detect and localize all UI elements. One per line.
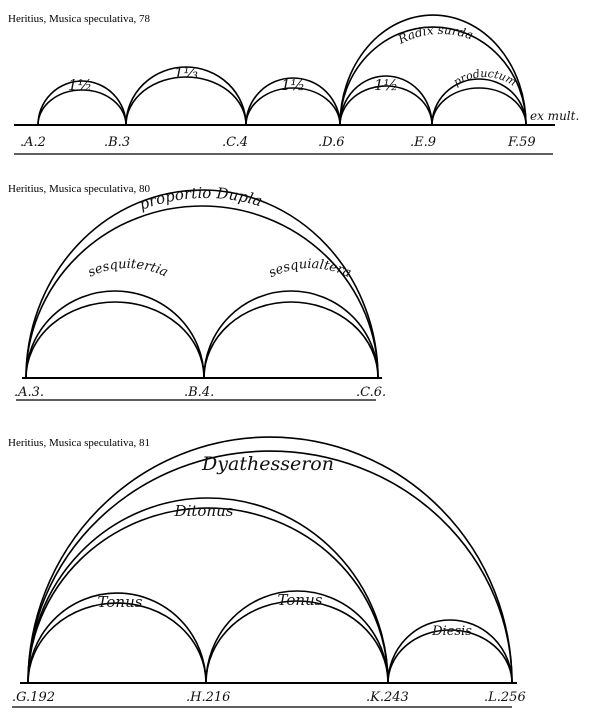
arc-c-d-inner xyxy=(245,87,341,126)
point-label-e: .E.9 xyxy=(410,135,436,150)
arc-k-l-inner xyxy=(387,629,513,684)
arc-a-b-outer xyxy=(25,290,205,379)
point-label-b: .B.4. xyxy=(184,385,214,400)
arc-label-d-f: Radix surda xyxy=(395,23,475,47)
arc-h-k-inner xyxy=(205,600,389,684)
arc-d-f-inner xyxy=(339,26,527,126)
arc-b-c-inner xyxy=(203,301,379,379)
arc-d-e-inner xyxy=(339,85,433,126)
arc-label-k-l: Diesis xyxy=(431,624,472,639)
point-label-c: .C.6. xyxy=(356,385,386,400)
arc-k-l-outer xyxy=(387,619,513,684)
arc-label-h-k: Tonus xyxy=(278,591,323,609)
point-label-c: .C.4 xyxy=(222,135,248,150)
arc-label-a-c: proportio Dupla xyxy=(137,184,265,214)
arc-e-f-outer xyxy=(431,78,527,126)
point-label-f: F.59 xyxy=(507,135,536,150)
arc-a-b-outer xyxy=(37,80,127,126)
point-label-k: .K.243 xyxy=(366,690,409,705)
arc-label-g-h: Tonus xyxy=(98,593,143,611)
arc-label-g-k: Ditonus xyxy=(174,502,234,520)
point-label-h: .H.216 xyxy=(186,690,230,705)
arc-h-k-outer xyxy=(205,590,389,684)
figure-2: sesquitertia sesquialtera proportio Dupl… xyxy=(14,184,386,401)
arc-label-g-l: Dyathesseron xyxy=(201,453,334,475)
arc-a-c-inner xyxy=(25,205,379,379)
end-label: ex mult. xyxy=(530,109,579,123)
arc-d-e-outer xyxy=(339,75,433,126)
arc-g-k-inner xyxy=(27,507,389,684)
figure-3: Tonus Tonus Diesis Ditonus Dyathesseron … xyxy=(12,436,526,708)
point-label-g: .G.192 xyxy=(12,690,55,705)
arc-label-a-b: 1½ xyxy=(68,76,92,94)
arc-label-d-e: 1½ xyxy=(374,76,398,94)
arc-label-c-d: 1½ xyxy=(281,76,305,94)
arc-a-b-inner xyxy=(37,89,127,126)
arc-b-c-outer xyxy=(125,66,247,126)
figure-1: 1½ 1⅓ 1½ 1½ productum Radix surda .A.2 .… xyxy=(14,14,579,155)
arc-g-l-inner xyxy=(27,450,513,684)
arc-g-l-outer xyxy=(27,436,513,684)
point-label-a: .A.3. xyxy=(14,385,44,400)
arc-e-f-inner xyxy=(431,87,527,126)
arc-label-b-c: 1⅓ xyxy=(174,64,198,82)
figure-1-caption: Heritius, Musica speculativa, 78 xyxy=(8,13,151,25)
point-label-b: .B.3 xyxy=(104,135,130,150)
figure-3-caption: Heritius, Musica speculativa, 81 xyxy=(8,437,151,449)
arc-g-k-outer xyxy=(27,497,389,684)
arc-g-h-outer xyxy=(27,592,207,684)
point-label-a: .A.2 xyxy=(20,135,46,150)
point-label-l: .L.256 xyxy=(484,690,526,705)
figure-2-caption: Heritius, Musica speculativa, 80 xyxy=(8,183,151,195)
point-label-d: .D.6 xyxy=(318,135,345,150)
arc-b-c-inner xyxy=(125,76,247,126)
arc-a-b-inner xyxy=(25,301,205,379)
arc-a-c-outer xyxy=(25,189,379,379)
arc-label-a-b: sesquitertia xyxy=(86,257,171,281)
arc-d-f-outer xyxy=(339,14,527,126)
arc-b-c-outer xyxy=(203,290,379,379)
arc-g-h-inner xyxy=(27,602,207,684)
arc-label-e-f: productum xyxy=(451,67,519,89)
arc-c-d-outer xyxy=(245,77,341,126)
